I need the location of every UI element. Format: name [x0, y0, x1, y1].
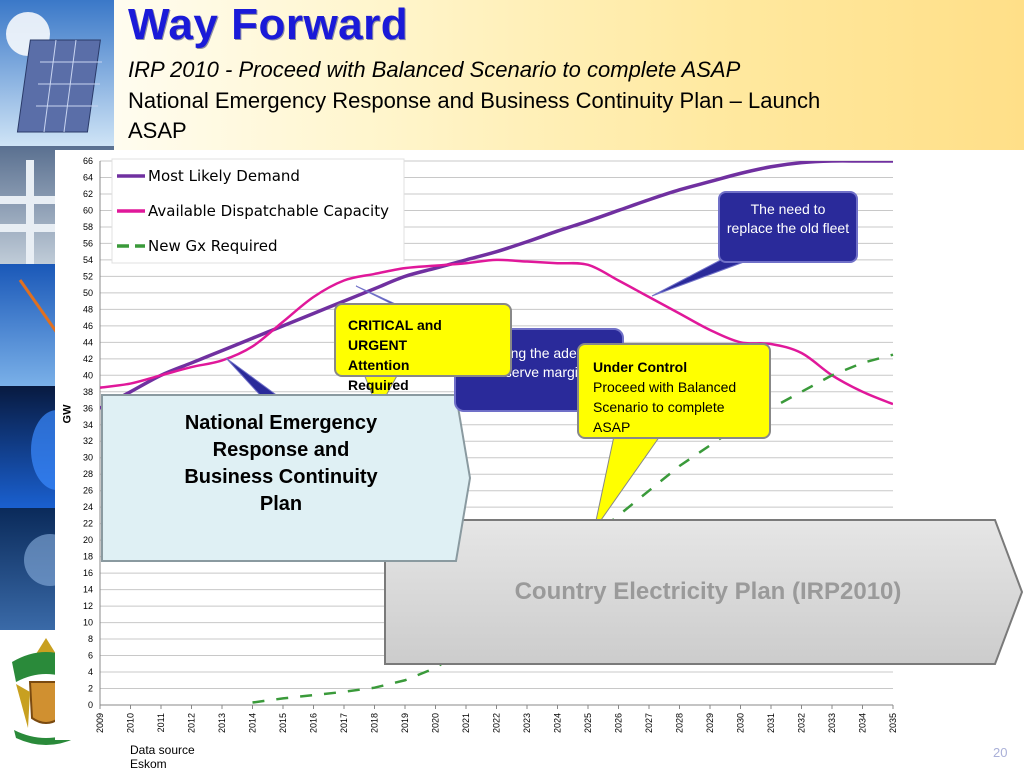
y-tick-label: 48 — [83, 304, 93, 314]
x-tick-label: 2021 — [461, 713, 471, 733]
y-tick-label: 62 — [83, 189, 93, 199]
x-tick-label: 2019 — [400, 713, 410, 733]
legend-label: New Gx Required — [148, 237, 278, 255]
y-tick-label: 36 — [83, 403, 93, 413]
legend-label: Available Dispatchable Capacity — [148, 202, 389, 220]
page-title: Way Forward — [128, 0, 409, 49]
x-tick-label: 2022 — [492, 713, 502, 733]
x-tick-label: 2031 — [766, 713, 776, 733]
y-tick-label: 50 — [83, 288, 93, 298]
y-tick-label: 20 — [83, 535, 93, 545]
x-tick-label: 2032 — [797, 713, 807, 733]
control-pointer — [593, 435, 661, 531]
legend-label: Most Likely Demand — [148, 167, 300, 185]
y-tick-label: 2 — [88, 684, 93, 694]
y-tick-label: 46 — [83, 321, 93, 331]
x-tick-label: 2024 — [553, 713, 563, 733]
x-tick-label: 2018 — [370, 713, 380, 733]
x-tick-label: 2028 — [675, 713, 685, 733]
x-tick-label: 2030 — [736, 713, 746, 733]
country-plan-label: Country Electricity Plan (IRP2010) — [514, 578, 902, 605]
x-tick-label: 2034 — [858, 713, 868, 733]
subtitle-line-3: ASAP — [128, 118, 187, 143]
country-plan-arrow — [384, 519, 1024, 665]
y-tick-label: 64 — [83, 172, 93, 182]
x-tick-label: 2012 — [187, 713, 197, 733]
national-emergency-text: National Emergency Response and Business… — [184, 412, 378, 515]
page-number: 20 — [993, 745, 1008, 760]
callout-under-control: Under Control Proceed with Balanced Scen… — [577, 343, 771, 439]
y-tick-label: 44 — [83, 337, 93, 347]
y-tick-label: 32 — [83, 436, 93, 446]
x-tick-label: 2027 — [644, 713, 654, 733]
x-tick-label: 2017 — [339, 713, 349, 733]
x-tick-label: 2025 — [583, 713, 593, 733]
y-tick-label: 18 — [83, 552, 93, 562]
y-tick-label: 66 — [83, 156, 93, 166]
x-tick-label: 2023 — [522, 713, 532, 733]
y-tick-label: 6 — [88, 651, 93, 661]
y-tick-label: 12 — [83, 601, 93, 611]
x-tick-label: 2015 — [278, 713, 288, 733]
x-tick-label: 2033 — [827, 713, 837, 733]
x-tick-label: 2014 — [248, 713, 258, 733]
y-tick-label: 4 — [88, 667, 93, 677]
callout-critical: CRITICAL and URGENT Attention Required — [334, 303, 512, 393]
header-background — [0, 0, 1024, 150]
y-tick-label: 56 — [83, 238, 93, 248]
x-tick-label: 2016 — [309, 713, 319, 733]
national-emergency-box — [101, 394, 472, 562]
x-tick-label: 2026 — [614, 713, 624, 733]
y-tick-label: 10 — [83, 618, 93, 628]
y-tick-label: 38 — [83, 387, 93, 397]
x-tick-label: 2009 — [95, 713, 105, 733]
y-tick-label: 0 — [88, 700, 93, 710]
subtitle-line-1: IRP 2010 - Proceed with Balanced Scenari… — [128, 57, 741, 82]
y-tick-label: 54 — [83, 255, 93, 265]
x-tick-label: 2011 — [156, 713, 166, 732]
y-tick-label: 14 — [83, 585, 93, 595]
y-tick-label: 60 — [83, 205, 93, 215]
y-tick-label: 30 — [83, 453, 93, 463]
callout-replace-fleet: The need to replace the old fleet — [718, 191, 858, 263]
y-tick-label: 8 — [88, 634, 93, 644]
y-tick-label: 22 — [83, 519, 93, 529]
x-tick-label: 2029 — [705, 713, 715, 733]
y-tick-label: 40 — [83, 370, 93, 380]
subtitle-line-2: National Emergency Response and Business… — [128, 88, 821, 113]
y-tick-label: 28 — [83, 469, 93, 479]
y-tick-label: 42 — [83, 354, 93, 364]
y-tick-label: 52 — [83, 271, 93, 281]
y-tick-label: 34 — [83, 420, 93, 430]
x-tick-label: 2013 — [217, 713, 227, 733]
data-source-note: Data source Eskom — [130, 743, 195, 771]
y-tick-label: 58 — [83, 222, 93, 232]
series-line-demand — [100, 161, 893, 410]
legend-box — [111, 158, 405, 264]
y-tick-label: 26 — [83, 486, 93, 496]
y-tick-label: 24 — [83, 502, 93, 512]
x-tick-label: 2020 — [431, 713, 441, 733]
x-tick-label: 2035 — [888, 713, 898, 733]
x-tick-label: 2010 — [126, 713, 136, 733]
y-tick-label: 16 — [83, 568, 93, 578]
